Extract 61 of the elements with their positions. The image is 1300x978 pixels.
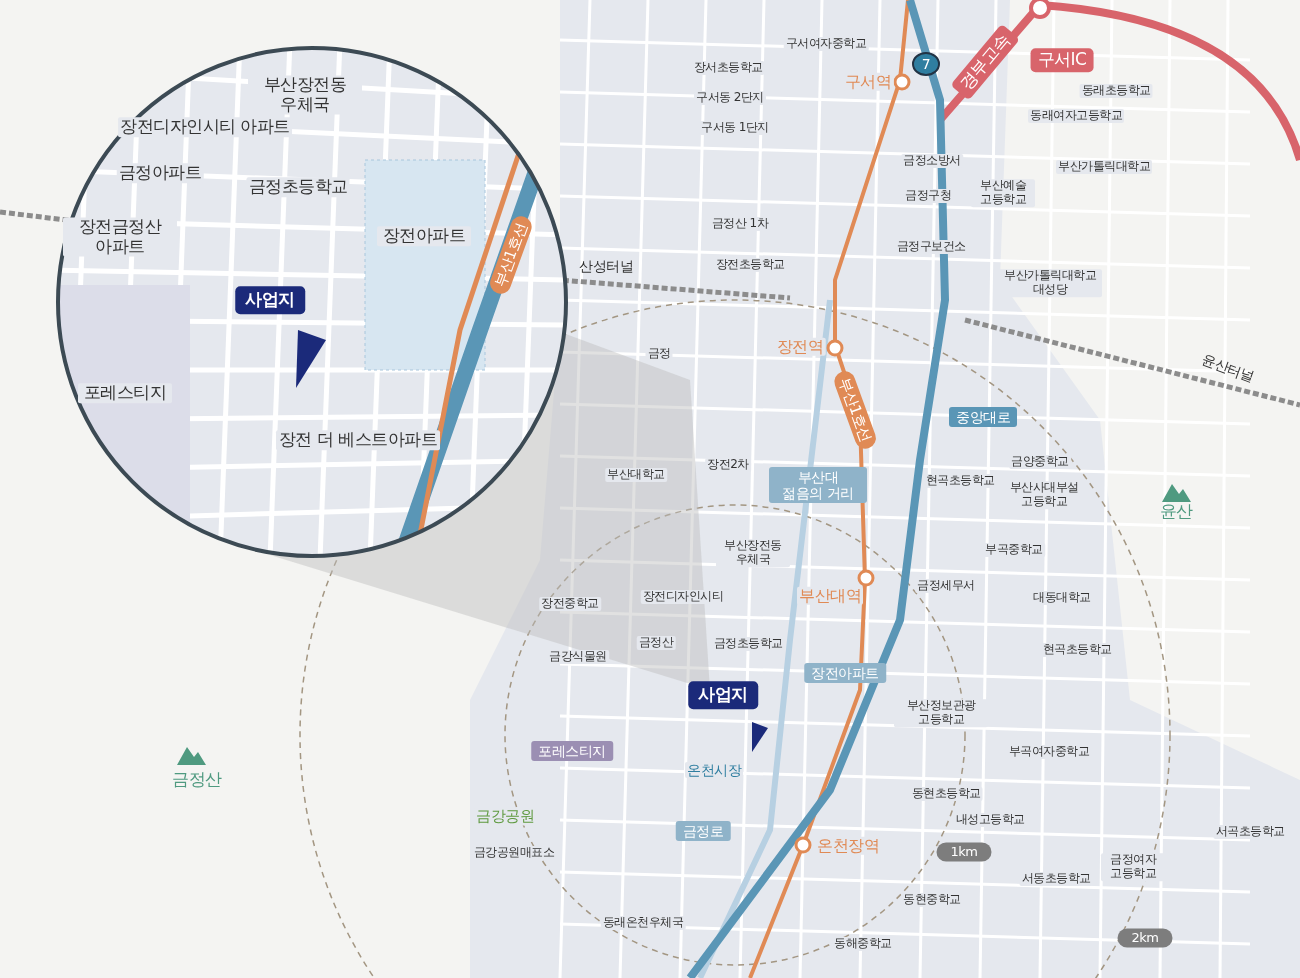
street-sign: 부산대 젊음의 거리 <box>769 466 867 504</box>
school-label: 현곡초등학교 <box>1040 643 1114 657</box>
place-label: 금정산 <box>636 636 676 650</box>
school-label: 동현중학교 <box>901 893 963 907</box>
apartment-sign: 포레스티지 <box>531 740 613 762</box>
station-label: 온천장역 <box>815 836 881 856</box>
apartment-label: 장전금정산 아파트 <box>63 217 177 257</box>
place-label: 금정소방서 <box>901 154 963 168</box>
university-label: 부산대학교 <box>605 468 667 482</box>
mountain-label: 금정산 <box>171 770 223 790</box>
church-label: 부산가톨릭대학교 대성당 <box>998 269 1102 297</box>
school-label: 부산예술 고등학교 <box>971 179 1035 207</box>
place-label: 금정세무서 <box>915 579 977 593</box>
place-label: 금정 <box>645 347 673 361</box>
apartment-label: 장전아파트 <box>377 226 471 246</box>
university-label: 대동대학교 <box>1031 591 1093 605</box>
school-label: 금정초등학교 <box>711 637 785 651</box>
school-label: 금정여자 고등학교 <box>1101 853 1165 881</box>
station-label: 부산대역 <box>797 586 863 606</box>
school-label: 부곡중학교 <box>983 543 1045 557</box>
apartment-label: 금정아파트 <box>116 163 204 183</box>
post-office-label: 동래온천우체국 <box>600 916 686 930</box>
school-label: 현곡초등학교 <box>923 474 997 488</box>
road-sign: 중앙대로 <box>949 406 1017 428</box>
place-label: 구서동 2단지 <box>694 91 766 105</box>
school-label: 서곡초등학교 <box>1213 825 1287 839</box>
mountain-label: 윤산 <box>1158 502 1194 522</box>
school-label: 동래여자고등학교 <box>1028 109 1124 123</box>
school-label: 장전중학교 <box>539 597 601 611</box>
place-label: 구서동 1단지 <box>699 121 771 135</box>
place-label: 부산장전동 우체국 <box>716 539 790 567</box>
school-label: 금양중학교 <box>1009 455 1071 469</box>
apartment-label: 장전 더 베스트아파트 <box>276 430 440 450</box>
place-label: 장전2차 <box>705 458 751 472</box>
distance-label: 1km <box>936 842 992 862</box>
school-label: 내성고등학교 <box>953 813 1027 827</box>
place-label: 금정구청 <box>903 189 953 203</box>
school-label: 부산정보관광 고등학교 <box>894 699 988 727</box>
place-label: 금정산 1차 <box>709 217 771 231</box>
distance-label: 2km <box>1117 928 1173 948</box>
post-office-label: 부산장전동 우체국 <box>248 75 362 115</box>
school-label: 구서여자중학교 <box>783 37 869 51</box>
school-label: 금정초등학교 <box>246 177 350 197</box>
school-label: 동래초등학교 <box>1079 84 1153 98</box>
apartment-sign: 장전아파트 <box>804 662 886 684</box>
place-label: 금정구보건소 <box>894 240 968 254</box>
park-label: 금강공원 <box>474 808 536 826</box>
place-label: 금강공원매표소 <box>471 846 557 860</box>
school-label: 서동초등학교 <box>1019 872 1093 886</box>
place-label: 장전디자인시티 <box>640 590 726 604</box>
school-label: 동해중학교 <box>832 937 894 951</box>
university-label: 부산가톨릭대학교 <box>1056 160 1152 174</box>
site-sign: 사업지 <box>688 681 758 709</box>
tunnel-label: 산성터널 <box>578 257 634 275</box>
apartment-label: 포레스티지 <box>78 383 172 403</box>
apartment-label: 장전디자인시티 아파트 <box>118 117 292 137</box>
school-label: 부곡여자중학교 <box>1006 745 1092 759</box>
interchange-sign: 구서IC <box>1030 48 1094 72</box>
site-sign: 사업지 <box>235 286 305 314</box>
park-label: 금강식물원 <box>547 650 609 664</box>
school-label: 동현초등학교 <box>909 787 983 801</box>
